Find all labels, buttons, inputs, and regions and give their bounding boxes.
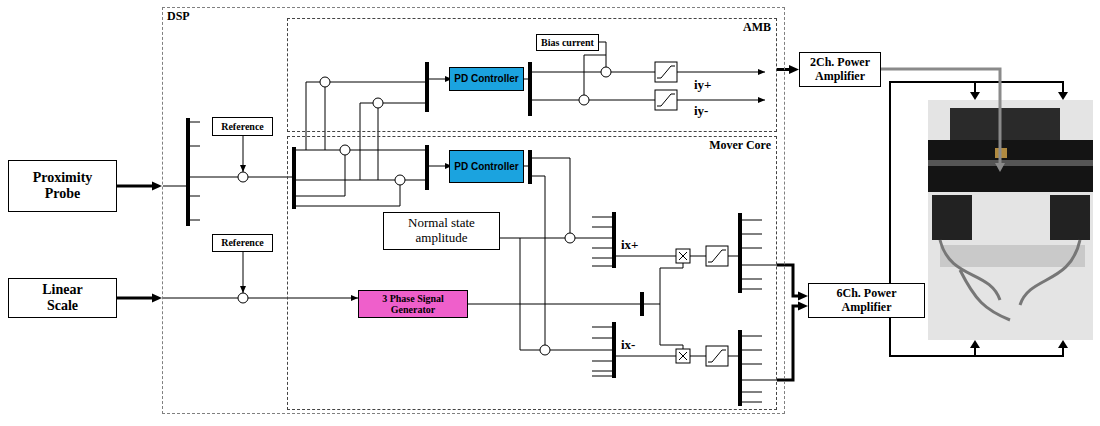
- saturation-blocks: [655, 62, 728, 366]
- arrowhead: [152, 182, 162, 191]
- saturation-block: [655, 62, 677, 82]
- cables: [940, 240, 1080, 320]
- box-label: Normal state amplitude: [394, 216, 489, 245]
- arrowhead: [152, 294, 162, 303]
- bus-bar: [612, 212, 616, 268]
- signal-arrow-line: [117, 185, 156, 188]
- signal-arrow: [777, 302, 808, 381]
- signal-arrow: [777, 265, 808, 301]
- sensor-box: Proximity Probe: [8, 160, 117, 212]
- sum-junction: [238, 293, 248, 303]
- region-title: DSP: [167, 10, 190, 23]
- signal-arrow-line: [117, 297, 156, 300]
- reference-box: Reference: [212, 234, 273, 252]
- signal-arrow-line: [777, 306, 802, 380]
- power-amplifier-box: 6Ch. Power Amplifier: [808, 283, 925, 318]
- current-label: iy-: [694, 104, 708, 119]
- saturation-block: [706, 346, 728, 366]
- motor-block: [1050, 195, 1090, 240]
- bus-bar: [612, 322, 616, 378]
- box-label: 6Ch. Power Amplifier: [827, 287, 907, 314]
- box-label: Bias current: [541, 37, 594, 48]
- box-label: PD Controller: [454, 73, 518, 84]
- rail-stripe: [928, 160, 1093, 166]
- sum-junction: [540, 345, 550, 355]
- signal-arrow-line: [777, 265, 802, 296]
- current-label: ix-: [621, 338, 635, 353]
- multipliers: [676, 249, 690, 363]
- region-title: AMB: [743, 21, 771, 34]
- signal-wires: [163, 42, 777, 402]
- sum-junction: [373, 98, 383, 108]
- top-plate: [950, 108, 1060, 140]
- arrowhead: [798, 292, 808, 301]
- arrowhead: [789, 65, 799, 74]
- sum-junctions: [238, 67, 611, 355]
- sum-junction: [579, 95, 589, 105]
- saturation-curve: [708, 250, 726, 262]
- base-plate: [940, 245, 1085, 267]
- mover-core-region: Mover Core PD ControllerNormal state ampl…: [287, 136, 777, 410]
- sum-junction: [238, 172, 248, 182]
- sum-junction: [340, 145, 350, 155]
- power-amplifier-box: 2Ch. Power Amplifier: [799, 52, 881, 87]
- multiplier-cross: [679, 252, 687, 260]
- box-label: Linear Scale: [33, 282, 93, 313]
- saturation-curve: [657, 94, 675, 106]
- amplitude-box: Normal state amplitude: [383, 212, 500, 250]
- multiplier-block: [676, 249, 690, 263]
- box-label: PD Controller: [454, 161, 518, 172]
- region-title: Mover Core: [709, 139, 771, 152]
- box-label: 2Ch. Power Amplifier: [803, 56, 877, 83]
- multiplier-cross: [679, 352, 687, 360]
- current-label: ix+: [621, 238, 639, 253]
- bias-current-box: Bias current: [536, 34, 599, 51]
- saturation-curve: [657, 66, 675, 78]
- pd-controller-box: PD Controller: [449, 67, 524, 91]
- bus-bar: [640, 292, 644, 316]
- bus-bar: [738, 330, 742, 406]
- photo-background: [928, 100, 1093, 340]
- bus-bar: [292, 147, 296, 209]
- stage-photo: [928, 100, 1093, 340]
- box-label: Reference: [221, 121, 264, 132]
- arrowhead: [798, 302, 808, 311]
- motor-block: [932, 195, 972, 240]
- bus-bar: [425, 145, 429, 190]
- pd-controller-box: PD Controller: [449, 150, 524, 183]
- sum-junction: [565, 233, 575, 243]
- bus-bar: [425, 62, 429, 112]
- signal-generator-box: 3 Phase Signal Generator: [358, 290, 468, 318]
- bus-bar: [528, 150, 532, 184]
- current-label: iy+: [694, 78, 712, 93]
- saturation-block: [655, 90, 677, 110]
- sum-junction: [320, 77, 330, 87]
- sensor-box: Linear Scale: [8, 278, 117, 318]
- saturation-curve: [708, 350, 726, 362]
- rail-band: [928, 140, 1093, 192]
- box-label: Reference: [221, 237, 264, 248]
- bus-bars: [186, 62, 742, 406]
- amplifier-wire-grey: [880, 69, 1000, 164]
- bus-bar: [528, 62, 532, 116]
- box-label: 3 Phase Signal Generator: [371, 293, 456, 315]
- bus-bar: [738, 213, 742, 293]
- reference-box: Reference: [212, 117, 273, 136]
- sum-junction: [395, 175, 405, 185]
- signal-arrow: [777, 65, 799, 74]
- dsp-region: DSPAMBBias currentPD ControllerReference…: [162, 7, 785, 414]
- saturation-block: [706, 246, 728, 266]
- sum-junction: [601, 67, 611, 77]
- box-label: Proximity Probe: [23, 170, 103, 201]
- bus-bar: [186, 118, 190, 226]
- multiplier-block: [676, 349, 690, 363]
- signal-arrow: [117, 294, 162, 303]
- arrowheads: [240, 69, 1068, 348]
- signal-arrow: [117, 182, 162, 191]
- arrowhead-grey: [995, 163, 1005, 172]
